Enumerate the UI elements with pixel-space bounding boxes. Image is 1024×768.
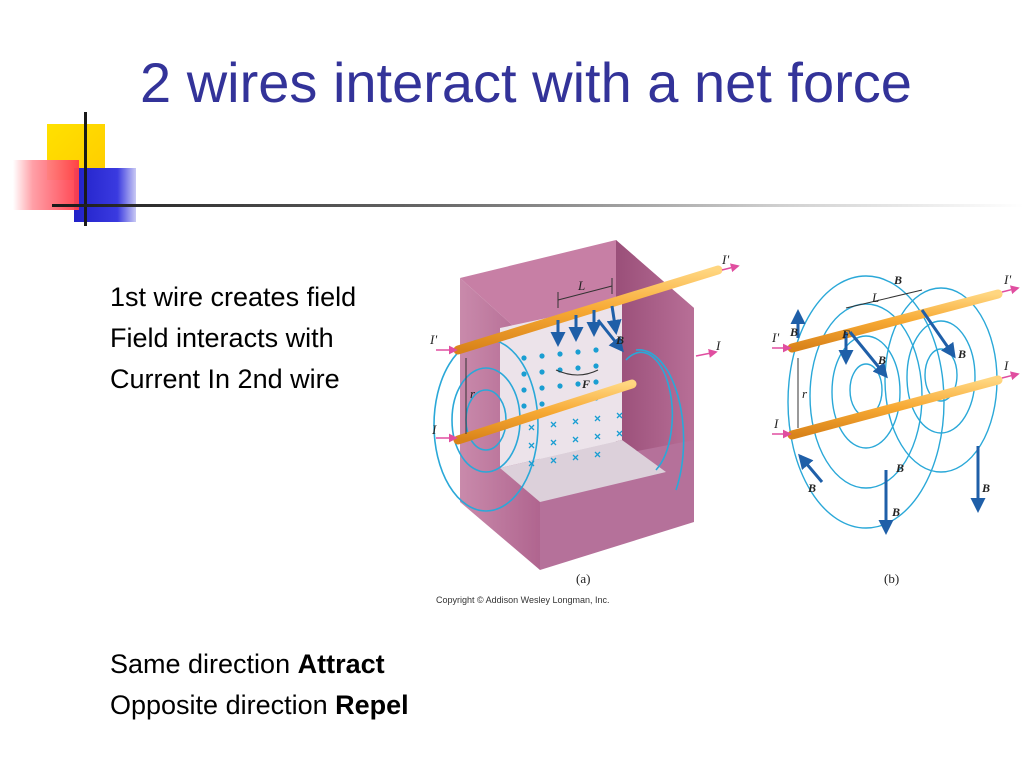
rule-emphasis-attract: Attract: [297, 649, 385, 679]
intro-line: Field interacts with: [110, 323, 334, 353]
intro-line: Current In 2nd wire: [110, 364, 340, 394]
label-b-current-top-left: I': [771, 330, 779, 345]
label-field-b-3: B: [877, 353, 886, 367]
rule-line-repel: Opposite direction Repel: [110, 685, 409, 726]
current-arrow-b-top-right: [1001, 285, 1020, 295]
length-dimension-b: [845, 289, 923, 309]
label-force-a: F: [581, 377, 590, 391]
field-crosses: [528, 412, 623, 467]
label-b-current-bottom-right: I: [1003, 358, 1009, 373]
label-field-b-7: B: [981, 481, 990, 495]
panel-b-caption: (b): [884, 571, 899, 586]
label-current-bottom-left: I: [431, 422, 437, 437]
copyright-notice: Copyright © Addison Wesley Longman, Inc.: [436, 595, 610, 605]
wire-bottom-a: [453, 379, 637, 445]
label-current-top-right: I': [721, 252, 729, 267]
label-field-b-2: B: [789, 325, 798, 339]
slide-title: 2 wires interact with a net force: [140, 51, 912, 114]
intro-text: 1st wire creates field Field interacts w…: [110, 277, 356, 400]
rule-line-attract: Same direction Attract: [110, 644, 409, 685]
vectors-b: [790, 309, 986, 535]
rule-prefix: Opposite direction: [110, 690, 336, 720]
wires-figure: I' I' I I L r B F (a): [429, 240, 1020, 605]
label-b-current-top-right: I': [1003, 272, 1011, 287]
rule-emphasis-repel: Repel: [335, 690, 409, 720]
cutaway-floor: [500, 440, 666, 502]
title-underline: [52, 204, 1024, 207]
wire-bottom-b: [787, 375, 1003, 440]
panel-a-caption: (a): [576, 571, 590, 586]
label-current-top-left: I': [429, 332, 437, 347]
label-field-b-8: B: [891, 505, 900, 519]
panel-a: I' I' I I L r B F (a): [429, 240, 740, 586]
label-length-b: L: [871, 290, 879, 305]
label-field-b-6: B: [807, 481, 816, 495]
intro-line: 1st wire creates field: [110, 282, 357, 312]
label-force-b: F: [841, 327, 850, 341]
label-separation-b: r: [802, 386, 808, 401]
label-field-b-5: B: [895, 461, 904, 475]
current-arrow-b-bottom-right: [1001, 371, 1020, 381]
current-arrow-bottom-right: [695, 348, 718, 358]
label-length-a: L: [577, 278, 585, 293]
current-arrow-top-right: [721, 263, 740, 273]
label-field-a: B: [615, 333, 624, 347]
vectors-a: [550, 305, 624, 353]
length-dimension-a: [557, 285, 613, 301]
rules-text: Same direction Attract Opposite directio…: [110, 644, 409, 726]
label-b-current-bottom-left: I: [773, 416, 779, 431]
label-field-b-4: B: [957, 347, 966, 361]
wire-top-a: [453, 265, 723, 355]
decor-vertical-line: [84, 112, 87, 226]
force-brace-a: [555, 369, 599, 376]
field-lines-b: [787, 275, 998, 529]
label-separation-a: r: [470, 386, 476, 401]
wire-top-b: [787, 289, 1003, 353]
field-lines-a: [433, 338, 685, 512]
panel-b: I' I' I I L r B B B B B B B B F (b): [771, 272, 1020, 586]
label-current-bottom-right: I: [715, 338, 721, 353]
label-field-b-1: B: [893, 273, 902, 287]
rule-prefix: Same direction: [110, 649, 298, 679]
decor-red-square: [13, 160, 79, 210]
